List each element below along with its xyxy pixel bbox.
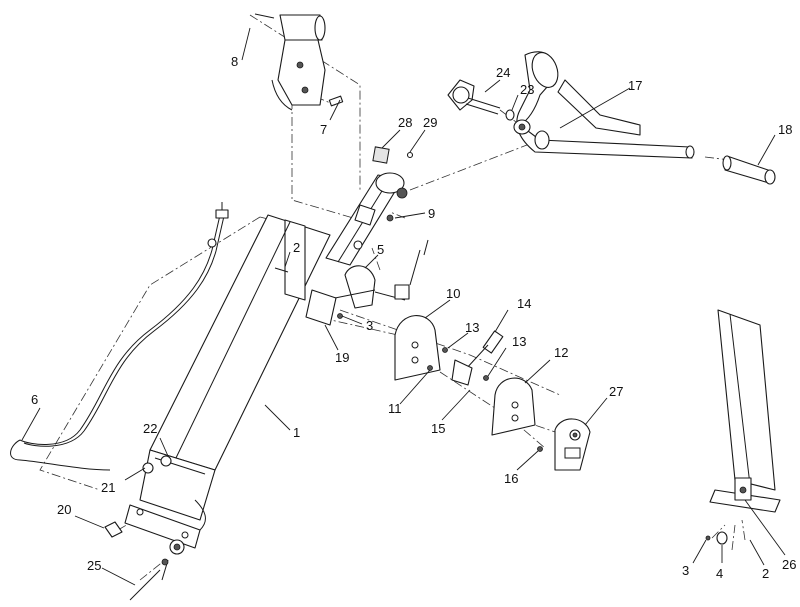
callout-4: 4 <box>716 566 723 581</box>
callout-19: 19 <box>335 350 349 365</box>
callout-3-main: 3 <box>366 318 373 333</box>
handlebar-grip <box>722 155 776 185</box>
callout-12: 12 <box>554 345 568 360</box>
callout-23: 23 <box>520 82 534 97</box>
fasteners <box>104 146 543 601</box>
callout-17: 17 <box>628 78 642 93</box>
callout-16: 16 <box>504 471 518 486</box>
main-column-tube <box>124 214 331 555</box>
control-plate-left <box>394 315 441 381</box>
callout-labels: 1 2 2 3 3 4 5 6 7 8 9 10 11 12 13 13 14 … <box>31 54 796 581</box>
callout-13-right: 13 <box>512 334 526 349</box>
control-plate-right <box>491 377 536 436</box>
callout-25: 25 <box>87 558 101 573</box>
callout-18: 18 <box>778 122 792 137</box>
throttle-bracket <box>334 239 429 309</box>
control-lever <box>451 330 504 386</box>
callout-11: 11 <box>388 401 402 416</box>
leader-lines <box>21 27 786 586</box>
callout-8: 8 <box>231 54 238 69</box>
upper-column-arm <box>305 172 408 326</box>
callout-24: 24 <box>496 65 510 80</box>
callout-28: 28 <box>398 115 412 130</box>
cable-head-assembly <box>254 13 344 111</box>
callout-6: 6 <box>31 392 38 407</box>
callout-13-left: 13 <box>465 320 479 335</box>
callout-10: 10 <box>446 286 460 301</box>
handlebar <box>513 51 695 159</box>
callout-3-inset: 3 <box>682 563 689 578</box>
callout-21: 21 <box>101 480 115 495</box>
callout-26: 26 <box>782 557 796 572</box>
callout-2-upper: 2 <box>293 240 300 255</box>
callout-27: 27 <box>609 384 623 399</box>
callout-14: 14 <box>517 296 531 311</box>
inset-column-detail <box>705 309 781 545</box>
callout-22: 22 <box>143 421 157 436</box>
callout-7: 7 <box>320 122 327 137</box>
control-cable <box>10 202 229 581</box>
mounting-bracket-27 <box>554 418 591 471</box>
callout-5: 5 <box>377 242 384 257</box>
callout-2-inset: 2 <box>762 566 769 581</box>
callout-1: 1 <box>293 425 300 440</box>
knob-and-washer <box>447 79 515 121</box>
callout-15: 15 <box>431 421 445 436</box>
callout-9: 9 <box>428 206 435 221</box>
callout-29: 29 <box>423 115 437 130</box>
callout-20: 20 <box>57 502 71 517</box>
